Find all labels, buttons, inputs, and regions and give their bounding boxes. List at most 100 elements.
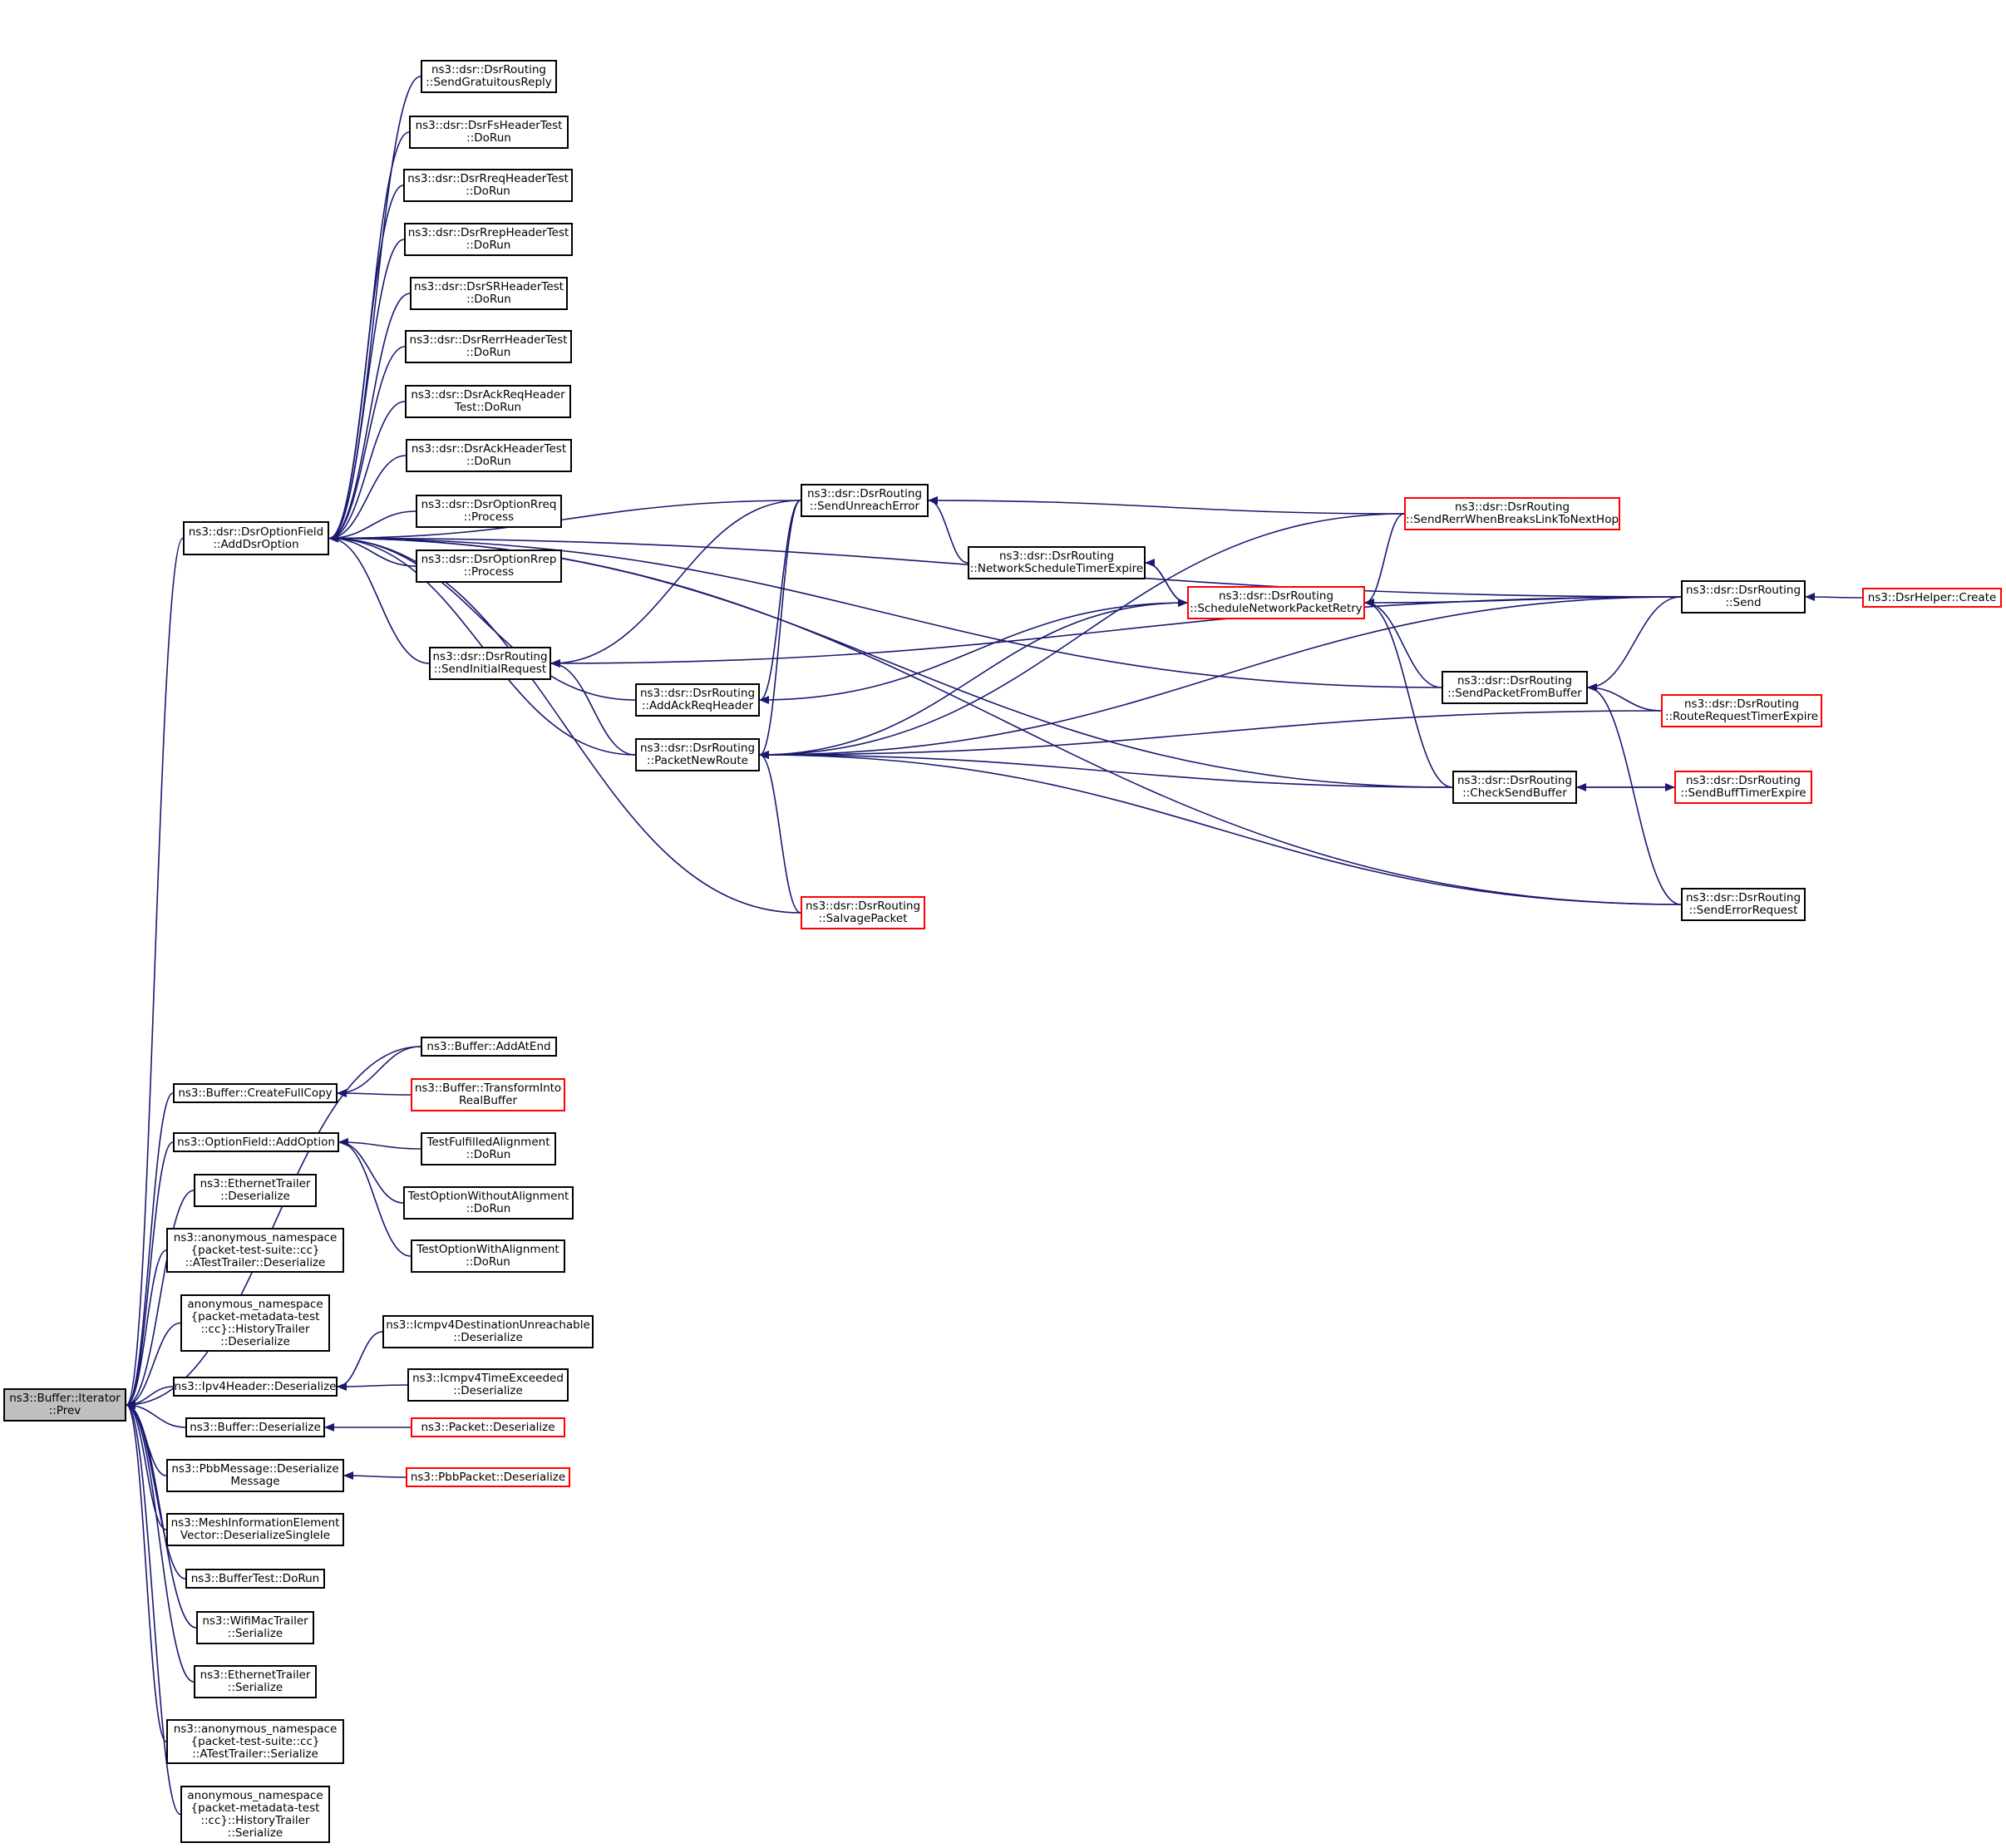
edge-schedRetry-send [1364,596,1682,607]
edge-sendPktBuf-sendErrReq [1587,683,1682,905]
edge-sendPktBuf-rreqTimer [1587,683,1662,712]
edge-root-histSer [126,1401,181,1816]
node-anonSer[interactable]: ns3::anonymous_namespace {packet-test-su… [166,1719,344,1764]
edge-pbbMsg-pbbPkt [343,1471,407,1481]
edge-sendUnreach-rerrBreaks [928,496,1405,515]
node-rerrTest[interactable]: ns3::dsr::DsrRerrHeaderTest ::DoRun [405,330,572,363]
edge-addOption-toWith [338,1138,412,1257]
node-addDsrOpt[interactable]: ns3::dsr::DsrOptionField ::AddDsrOption [183,521,329,555]
edge-root-addOption [126,1141,174,1409]
edge-root-ethSer [126,1401,195,1683]
node-optRreq[interactable]: ns3::dsr::DsrOptionRreq ::Process [416,495,562,528]
edge-initReq-sendUnreach [550,500,801,668]
node-root: ns3::Buffer::Iterator ::Prev [3,1388,126,1422]
node-schedRetry[interactable]: ns3::dsr::DsrRouting ::ScheduleNetworkPa… [1187,586,1365,619]
edge-pktNewRoute-sendErrReq [759,751,1682,905]
edge-addAckReq-sendUnreach [759,500,801,704]
edge-addDsrOpt-rrepTest [328,239,405,543]
edge-addDsrOpt-srTest [328,293,411,543]
edge-pktNewRoute-rreqTimer [759,710,1662,759]
edge-root-anonDeser [126,1249,167,1409]
node-bufDeser[interactable]: ns3::Buffer::Deserialize [185,1417,325,1437]
node-send[interactable]: ns3::dsr::DsrRouting ::Send [1681,580,1806,614]
node-gratReply[interactable]: ns3::dsr::DsrRouting ::SendGratuitousRep… [421,60,557,93]
node-icmpUnreach[interactable]: ns3::Icmpv4DestinationUnreachable ::Dese… [382,1315,594,1348]
edge-addDsrOpt-ackReqTest [328,401,406,543]
node-srTest[interactable]: ns3::dsr::DsrSRHeaderTest ::DoRun [410,277,568,310]
edge-addDsrOpt-optRreq [328,510,416,543]
edge-initReq-pktNewRoute [550,659,636,756]
edge-send-helperCreate [1805,593,1863,602]
node-addOption[interactable]: ns3::OptionField::AddOption [173,1132,339,1152]
edge-root-anonSer [126,1401,167,1742]
edge-schedRetry-rerrBreaks [1364,513,1405,607]
edge-pktNewRoute-checkBuf [759,751,1453,788]
edge-addDsrOpt-ackTest [328,455,407,543]
node-wifiSer[interactable]: ns3::WifiMacTrailer ::Serialize [196,1611,314,1644]
node-rrepTest[interactable]: ns3::dsr::DsrRrepHeaderTest ::DoRun [404,223,573,256]
node-rreqTimer[interactable]: ns3::dsr::DsrRouting ::RouteRequestTimer… [1661,694,1822,727]
edge-pktNewRoute-sendUnreach [759,500,801,759]
edge-schedRetry-sendPktBuf [1364,599,1442,688]
node-ethDeser[interactable]: ns3::EthernetTrailer ::Deserialize [194,1174,317,1207]
node-rreqTest[interactable]: ns3::dsr::DsrRreqHeaderTest ::DoRun [403,169,573,202]
node-ethSer[interactable]: ns3::EthernetTrailer ::Serialize [194,1665,317,1698]
node-checkBuf[interactable]: ns3::dsr::DsrRouting ::CheckSendBuffer [1452,771,1577,804]
edge-pktNewRoute-salvage [759,751,801,914]
node-optRrep[interactable]: ns3::dsr::DsrOptionRrep ::Process [416,549,562,583]
node-pktDeser[interactable]: ns3::Packet::Deserialize [411,1417,565,1437]
node-pbbPkt[interactable]: ns3::PbbPacket::Deserialize [406,1467,570,1487]
node-fsTest[interactable]: ns3::dsr::DsrFsHeaderTest ::DoRun [409,116,569,149]
node-icmpTime[interactable]: ns3::Icmpv4TimeExceeded ::Deserialize [407,1368,569,1402]
edge-addDsrOpt-initReq [328,534,430,664]
edge-addDsrOpt-rreqTest [328,185,404,543]
node-initReq[interactable]: ns3::dsr::DsrRouting ::SendInitialReques… [429,647,551,680]
edge-addDsrOpt-rerrTest [328,346,406,543]
node-addAckReq[interactable]: ns3::dsr::DsrRouting ::AddAckReqHeader [635,683,760,717]
node-transform[interactable]: ns3::Buffer::TransformInto RealBuffer [411,1078,565,1111]
edge-schedRetry-checkBuf [1364,599,1453,788]
edge-addOption-toWithout [338,1138,404,1204]
node-addAtEnd[interactable]: ns3::Buffer::AddAtEnd [421,1037,557,1057]
node-meshVec[interactable]: ns3::MeshInformationElement Vector::Dese… [166,1513,344,1546]
edge-root-fullCopy [126,1092,174,1409]
node-histDeser[interactable]: anonymous_namespace {packet-metadata-tes… [180,1294,330,1352]
edge-ipv4Deser-icmpUnreach [337,1331,383,1391]
node-toWith[interactable]: TestOptionWithAlignment ::DoRun [411,1239,565,1273]
node-salvage[interactable]: ns3::dsr::DsrRouting ::SalvagePacket [801,896,925,929]
edge-fullCopy-transform [337,1089,412,1098]
node-helperCreate[interactable]: ns3::DsrHelper::Create [1862,588,2002,608]
node-pbbMsg[interactable]: ns3::PbbMessage::Deserialize Message [166,1459,344,1492]
edge-root-meshVec [126,1401,167,1530]
node-ackTest[interactable]: ns3::dsr::DsrAckHeaderTest ::DoRun [406,439,572,472]
edge-sendUnreach-netSched [928,496,968,564]
node-bufTest[interactable]: ns3::BufferTest::DoRun [185,1569,325,1589]
node-netSched[interactable]: ns3::dsr::DsrRouting ::NetworkScheduleTi… [968,546,1146,579]
edge-addDsrOpt-salvage [328,534,801,914]
node-toWithout[interactable]: TestOptionWithoutAlignment ::DoRun [403,1186,574,1220]
node-anonDeser[interactable]: ns3::anonymous_namespace {packet-test-su… [166,1228,344,1273]
edge-addDsrOpt-sendErrReq [328,534,1682,905]
edge-ipv4Deser-icmpTime [337,1382,408,1391]
node-histSer[interactable]: anonymous_namespace {packet-metadata-tes… [180,1786,330,1843]
edge-pktNewRoute-schedRetry [759,602,1188,759]
edge-addDsrOpt-pktNewRoute [328,534,636,756]
node-tfAlign[interactable]: TestFulfilledAlignment ::DoRun [421,1132,556,1165]
edge-addOption-tfAlign [338,1138,421,1150]
node-sendErrReq[interactable]: ns3::dsr::DsrRouting ::SendErrorRequest [1681,888,1806,921]
node-ackReqTest[interactable]: ns3::dsr::DsrAckReqHeader Test::DoRun [405,385,571,418]
node-rerrBreaks[interactable]: ns3::dsr::DsrRouting ::SendRerrWhenBreak… [1404,497,1620,530]
node-sendPktBuf[interactable]: ns3::dsr::DsrRouting ::SendPacketFromBuf… [1442,671,1588,704]
node-pktNewRoute[interactable]: ns3::dsr::DsrRouting ::PacketNewRoute [635,738,760,771]
edge-sendPktBuf-send [1587,596,1682,692]
edge-pktNewRoute-rerrBreaks [759,513,1405,759]
node-ipv4Deser[interactable]: ns3::Ipv4Header::Deserialize [173,1377,338,1397]
edge-root-ethDeser [126,1190,195,1409]
node-buffTimer[interactable]: ns3::dsr::DsrRouting ::SendBuffTimerExpi… [1674,771,1812,804]
node-sendUnreach[interactable]: ns3::dsr::DsrRouting ::SendUnreachError [801,484,929,517]
node-fullCopy[interactable]: ns3::Buffer::CreateFullCopy [173,1083,338,1103]
edge-fullCopy-addAtEnd [337,1046,421,1097]
edge-addDsrOpt-sendUnreach [328,500,801,543]
edge-root-wifiSer [126,1401,197,1629]
